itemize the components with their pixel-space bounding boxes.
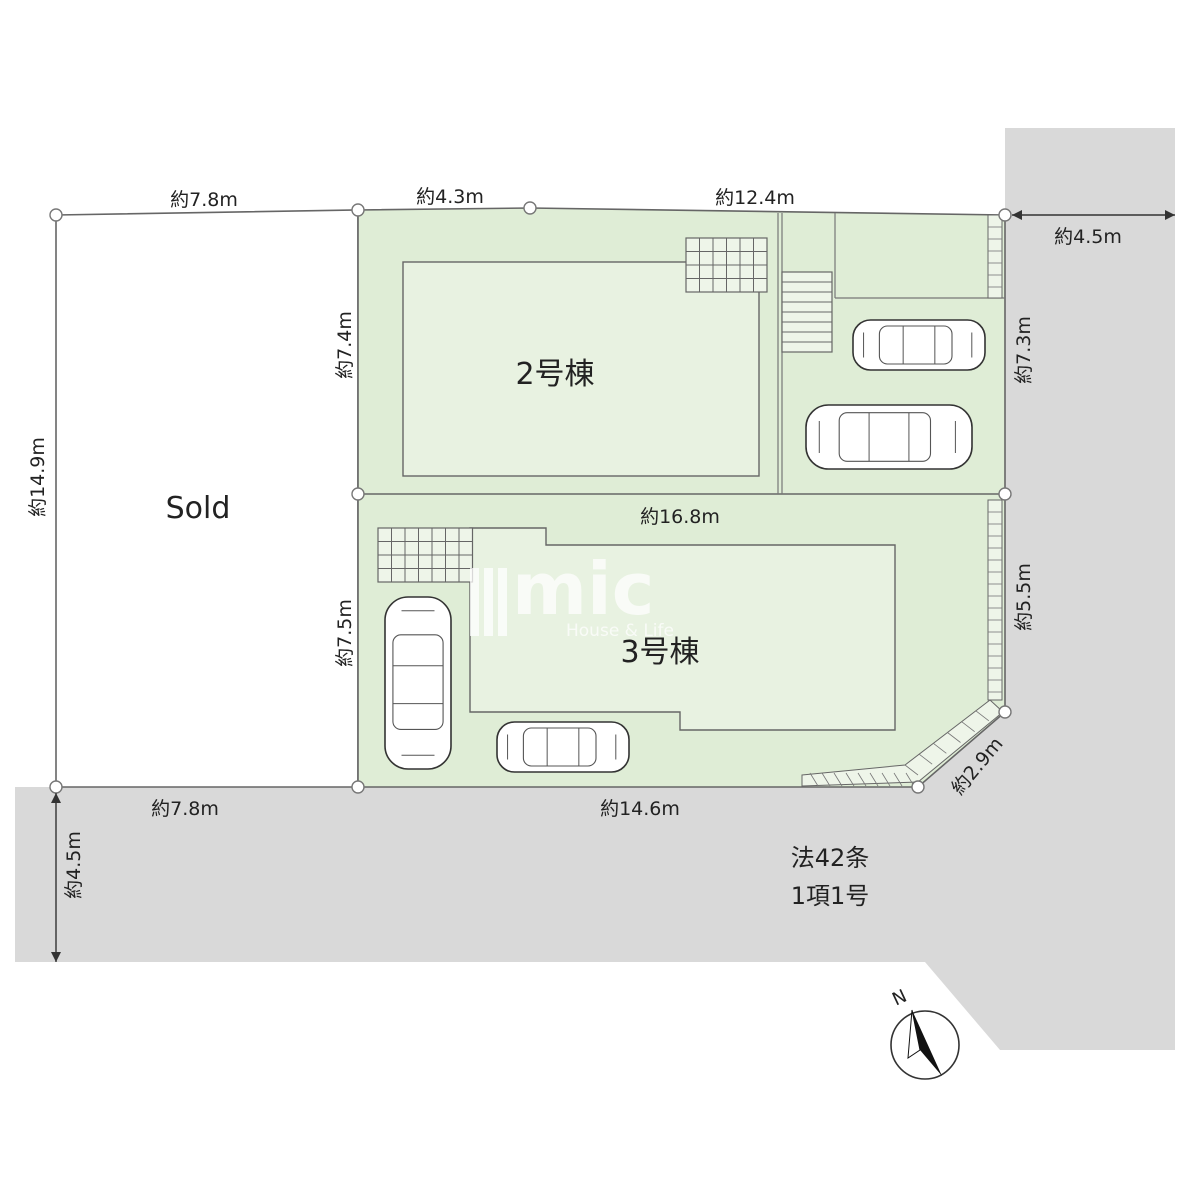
- sold-label: Sold: [166, 491, 231, 526]
- dim-right-upper: 約7.3m: [1013, 316, 1035, 384]
- dim-top-mid: 約4.3m: [416, 186, 484, 208]
- stairs-lot-2: [781, 271, 833, 353]
- dim-top-right: 約12.4m: [715, 187, 795, 209]
- building-2-footprint: [402, 261, 760, 477]
- dim-bottom-sold: 約7.8m: [151, 798, 219, 820]
- building-3-label: 3号棟: [620, 635, 699, 670]
- car-lot3-vertical: [384, 596, 452, 770]
- watermark-brand: mic: [512, 547, 654, 631]
- watermark-tagline: House & Life: [566, 621, 674, 641]
- car-lot2-top: [852, 319, 986, 371]
- dim-b3-left: 約7.5m: [334, 599, 356, 667]
- dim-right-lower: 約5.5m: [1013, 563, 1035, 631]
- fence-right-lower: [987, 499, 1003, 701]
- fence-right-upper: [987, 214, 1003, 299]
- dim-bottom-b3: 約14.6m: [600, 798, 680, 820]
- dim-road-right: 約4.5m: [1054, 226, 1122, 248]
- road-right-arrow: [1012, 210, 1175, 220]
- dim-top-sold: 約7.8m: [170, 189, 238, 211]
- north-compass: N: [889, 986, 960, 1080]
- dim-b2-left: 約7.4m: [334, 311, 356, 379]
- dim-left-sold: 約14.9m: [27, 437, 49, 517]
- road-note-line2: 1項1号: [791, 882, 870, 910]
- boundary-markers: [49, 201, 1012, 794]
- watermark: mic House & Life: [470, 547, 674, 641]
- road-front-arrow: [51, 793, 61, 962]
- dim-middle: 約16.8m: [640, 506, 720, 528]
- car-lot2-bottom: [805, 404, 973, 470]
- building-2-label: 2号棟: [515, 357, 594, 392]
- porch-tiles-3: [377, 527, 474, 583]
- porch-tiles-2: [685, 237, 768, 293]
- dim-road-front: 約4.5m: [63, 831, 85, 899]
- road-front: [15, 128, 1175, 1050]
- building-3-footprint: [469, 527, 896, 731]
- compass-north-label: N: [889, 986, 910, 1011]
- road-note-line1: 法42条: [791, 844, 870, 872]
- car-lot3-horizontal: [496, 721, 630, 773]
